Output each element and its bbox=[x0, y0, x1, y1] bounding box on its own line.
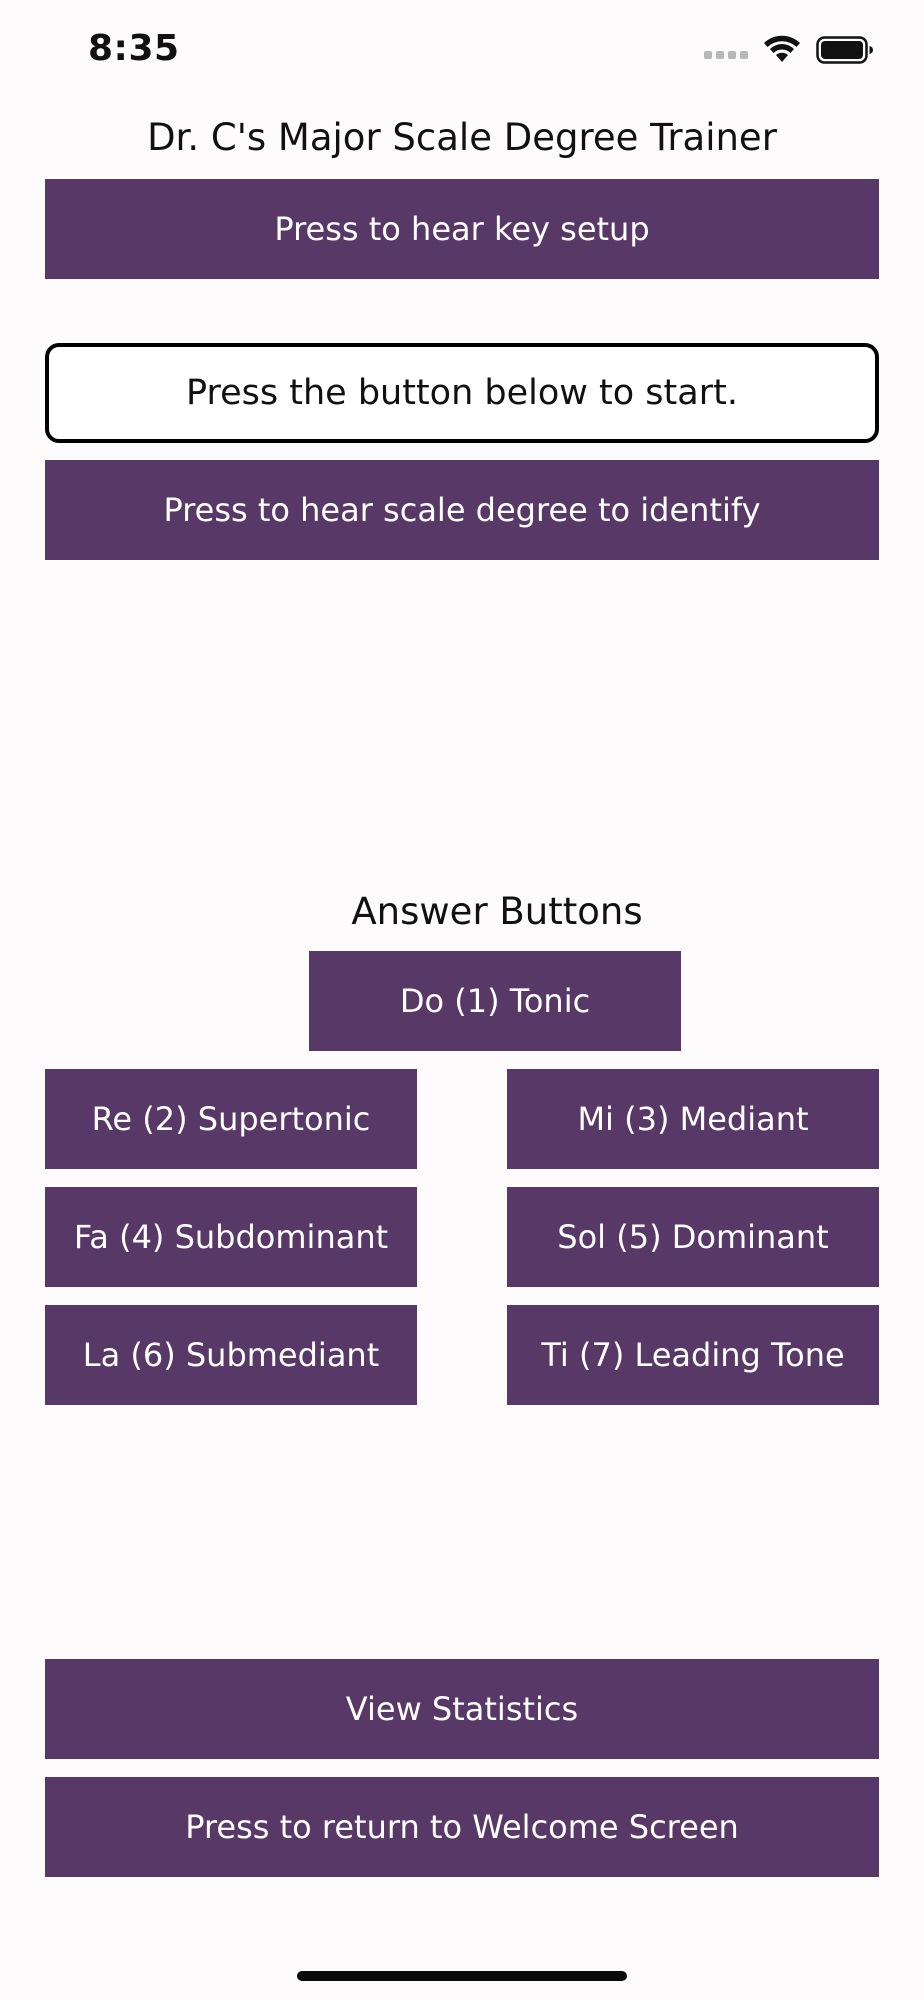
answer-fa-subdominant-button[interactable]: Fa (4) Subdominant bbox=[45, 1187, 417, 1287]
answer-mi-mediant-button[interactable]: Mi (3) Mediant bbox=[507, 1069, 879, 1169]
battery-icon bbox=[816, 36, 873, 64]
answer-ti-leading-tone-button[interactable]: Ti (7) Leading Tone bbox=[507, 1305, 879, 1405]
cellular-signal-icon bbox=[704, 51, 748, 59]
wifi-icon bbox=[764, 35, 800, 62]
page-title: Dr. C's Major Scale Degree Trainer bbox=[147, 116, 777, 159]
status-icons bbox=[704, 32, 874, 68]
status-time: 8:35 bbox=[88, 28, 180, 69]
answer-la-submediant-button[interactable]: La (6) Submediant bbox=[45, 1305, 417, 1405]
home-indicator[interactable] bbox=[297, 1971, 627, 1981]
hear-scale-degree-button[interactable]: Press to hear scale degree to identify bbox=[45, 460, 879, 560]
return-to-welcome-button[interactable]: Press to return to Welcome Screen bbox=[45, 1777, 879, 1877]
answer-do-tonic-button[interactable]: Do (1) Tonic bbox=[309, 951, 681, 1051]
hear-key-setup-button[interactable]: Press to hear key setup bbox=[45, 179, 879, 279]
answer-buttons-heading: Answer Buttons bbox=[351, 890, 643, 933]
answer-re-supertonic-button[interactable]: Re (2) Supertonic bbox=[45, 1069, 417, 1169]
status-message-box: Press the button below to start. bbox=[45, 343, 879, 443]
view-statistics-button[interactable]: View Statistics bbox=[45, 1659, 879, 1759]
answer-sol-dominant-button[interactable]: Sol (5) Dominant bbox=[507, 1187, 879, 1287]
